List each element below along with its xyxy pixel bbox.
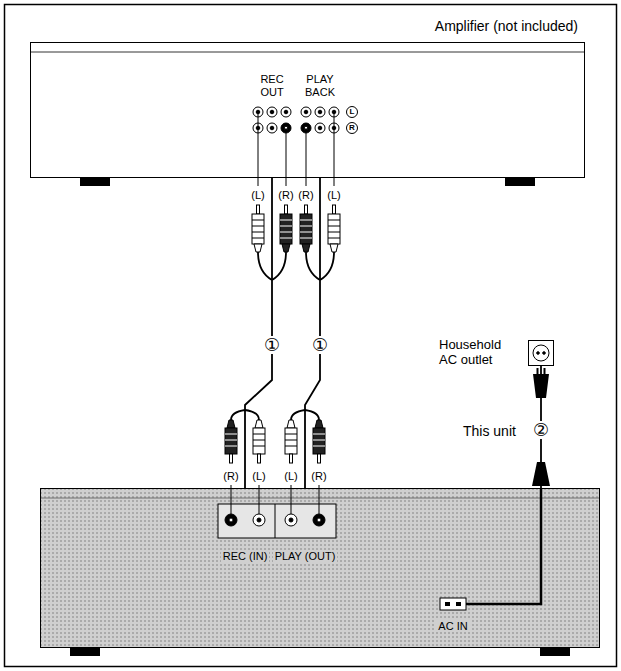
plug-channel: (L) — [251, 189, 264, 202]
jack-group-name: REC OUT — [255, 73, 289, 98]
channel-mark: L — [346, 106, 358, 118]
amplifier-box: Amplifier (not included) — [30, 42, 585, 178]
callout-number: ① — [311, 336, 329, 354]
plug-channel: (R) — [311, 470, 326, 483]
rca-plugs-bottom — [225, 410, 325, 463]
ac-inlet — [440, 488, 541, 610]
callout-number: ① — [263, 336, 281, 354]
figure-frame — [5, 5, 617, 667]
jack-group-name: REC (IN) — [221, 550, 270, 563]
ac-outlet: Household AC outlet — [528, 340, 554, 366]
plug-channel: (R) — [298, 189, 313, 202]
callout-number: ② — [532, 421, 550, 439]
amplifier-jacks — [253, 107, 339, 133]
amplifier-details — [30, 52, 585, 186]
unit-jacks — [225, 485, 325, 526]
plug-channel: (L) — [327, 189, 340, 202]
jack-leader-lines — [258, 112, 334, 186]
jack-group-name: PLAY (OUT) — [273, 550, 338, 563]
device-heading: Amplifier (not included) — [435, 18, 578, 34]
rca-plugs-top — [252, 205, 340, 280]
unit-body — [40, 488, 600, 656]
outlet-label: Household AC outlet — [439, 338, 517, 368]
cable — [245, 178, 272, 488]
channel-mark: R — [346, 122, 358, 134]
jack-group-name: PLAY BACK — [302, 73, 338, 98]
unit-box: This unit — [40, 488, 600, 648]
outlet-symbol — [533, 345, 549, 361]
plug-channel: (R) — [223, 470, 238, 483]
inlet-name: AC IN — [436, 620, 469, 633]
power-plugs — [532, 368, 550, 486]
plug-channel: (L) — [284, 470, 297, 483]
plug-channel: (R) — [278, 189, 293, 202]
plug-channel: (L) — [252, 470, 265, 483]
device-heading: This unit — [463, 423, 516, 439]
